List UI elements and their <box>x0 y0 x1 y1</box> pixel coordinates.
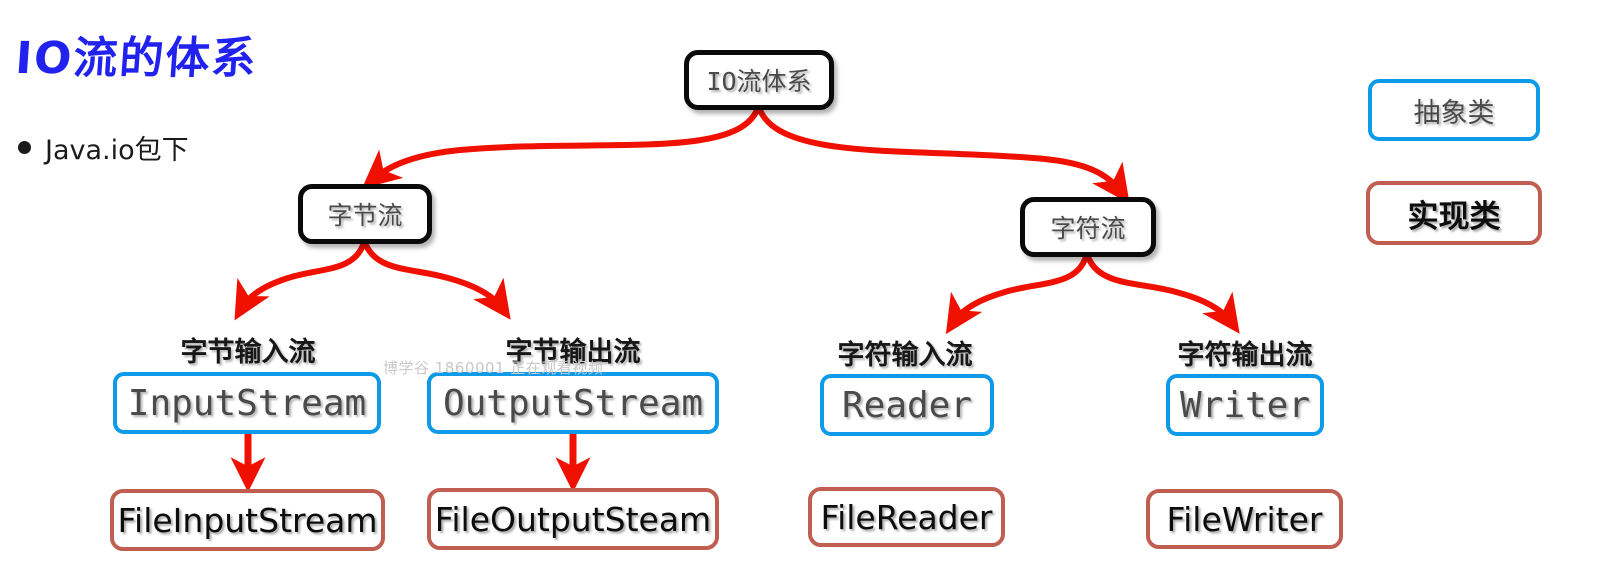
node-outputstream[interactable]: OutputStream <box>427 372 719 434</box>
node-fileoutputsteam[interactable]: FileOutputSteam <box>427 488 719 550</box>
node-filewriter[interactable]: FileWriter <box>1146 489 1343 549</box>
sublabel-byte-input: 字节输入流 <box>180 337 316 368</box>
sublabel-byte-output: 字节输出流 <box>505 337 641 368</box>
node-byte-stream[interactable]: 字节流 <box>298 184 432 244</box>
edge-byte-to-byte-input <box>234 242 366 321</box>
legend-implementation-class: 实现类 <box>1366 181 1542 245</box>
node-char-stream[interactable]: 字符流 <box>1020 197 1156 257</box>
watermark-text: 博学谷 1860001 正在观看视频 <box>383 359 604 377</box>
edge-root-to-byte-stream <box>361 107 760 189</box>
legend-abstract-class: 抽象类 <box>1368 79 1540 141</box>
node-fileinputstream[interactable]: FileInputStream <box>110 489 385 551</box>
edge-char-to-char-input <box>945 256 1088 335</box>
node-inputstream[interactable]: InputStream <box>113 372 381 434</box>
bullet-text: Java.io包下 <box>45 135 189 166</box>
edge-root-to-char-stream <box>757 107 1130 204</box>
page-title: IO流的体系 <box>13 33 260 84</box>
node-root[interactable]: IO流体系 <box>684 50 834 110</box>
node-writer[interactable]: Writer <box>1166 374 1324 436</box>
node-filereader[interactable]: FileReader <box>808 487 1005 547</box>
bullet-dot-icon <box>18 141 31 154</box>
sublabel-char-output: 字符输出流 <box>1177 340 1313 371</box>
sublabel-char-input: 字符输入流 <box>837 340 973 371</box>
bullet-row: Java.io包下 <box>18 128 189 167</box>
node-reader[interactable]: Reader <box>820 374 994 436</box>
edge-char-to-char-output <box>1086 256 1240 334</box>
edge-byte-to-byte-output <box>363 242 511 320</box>
